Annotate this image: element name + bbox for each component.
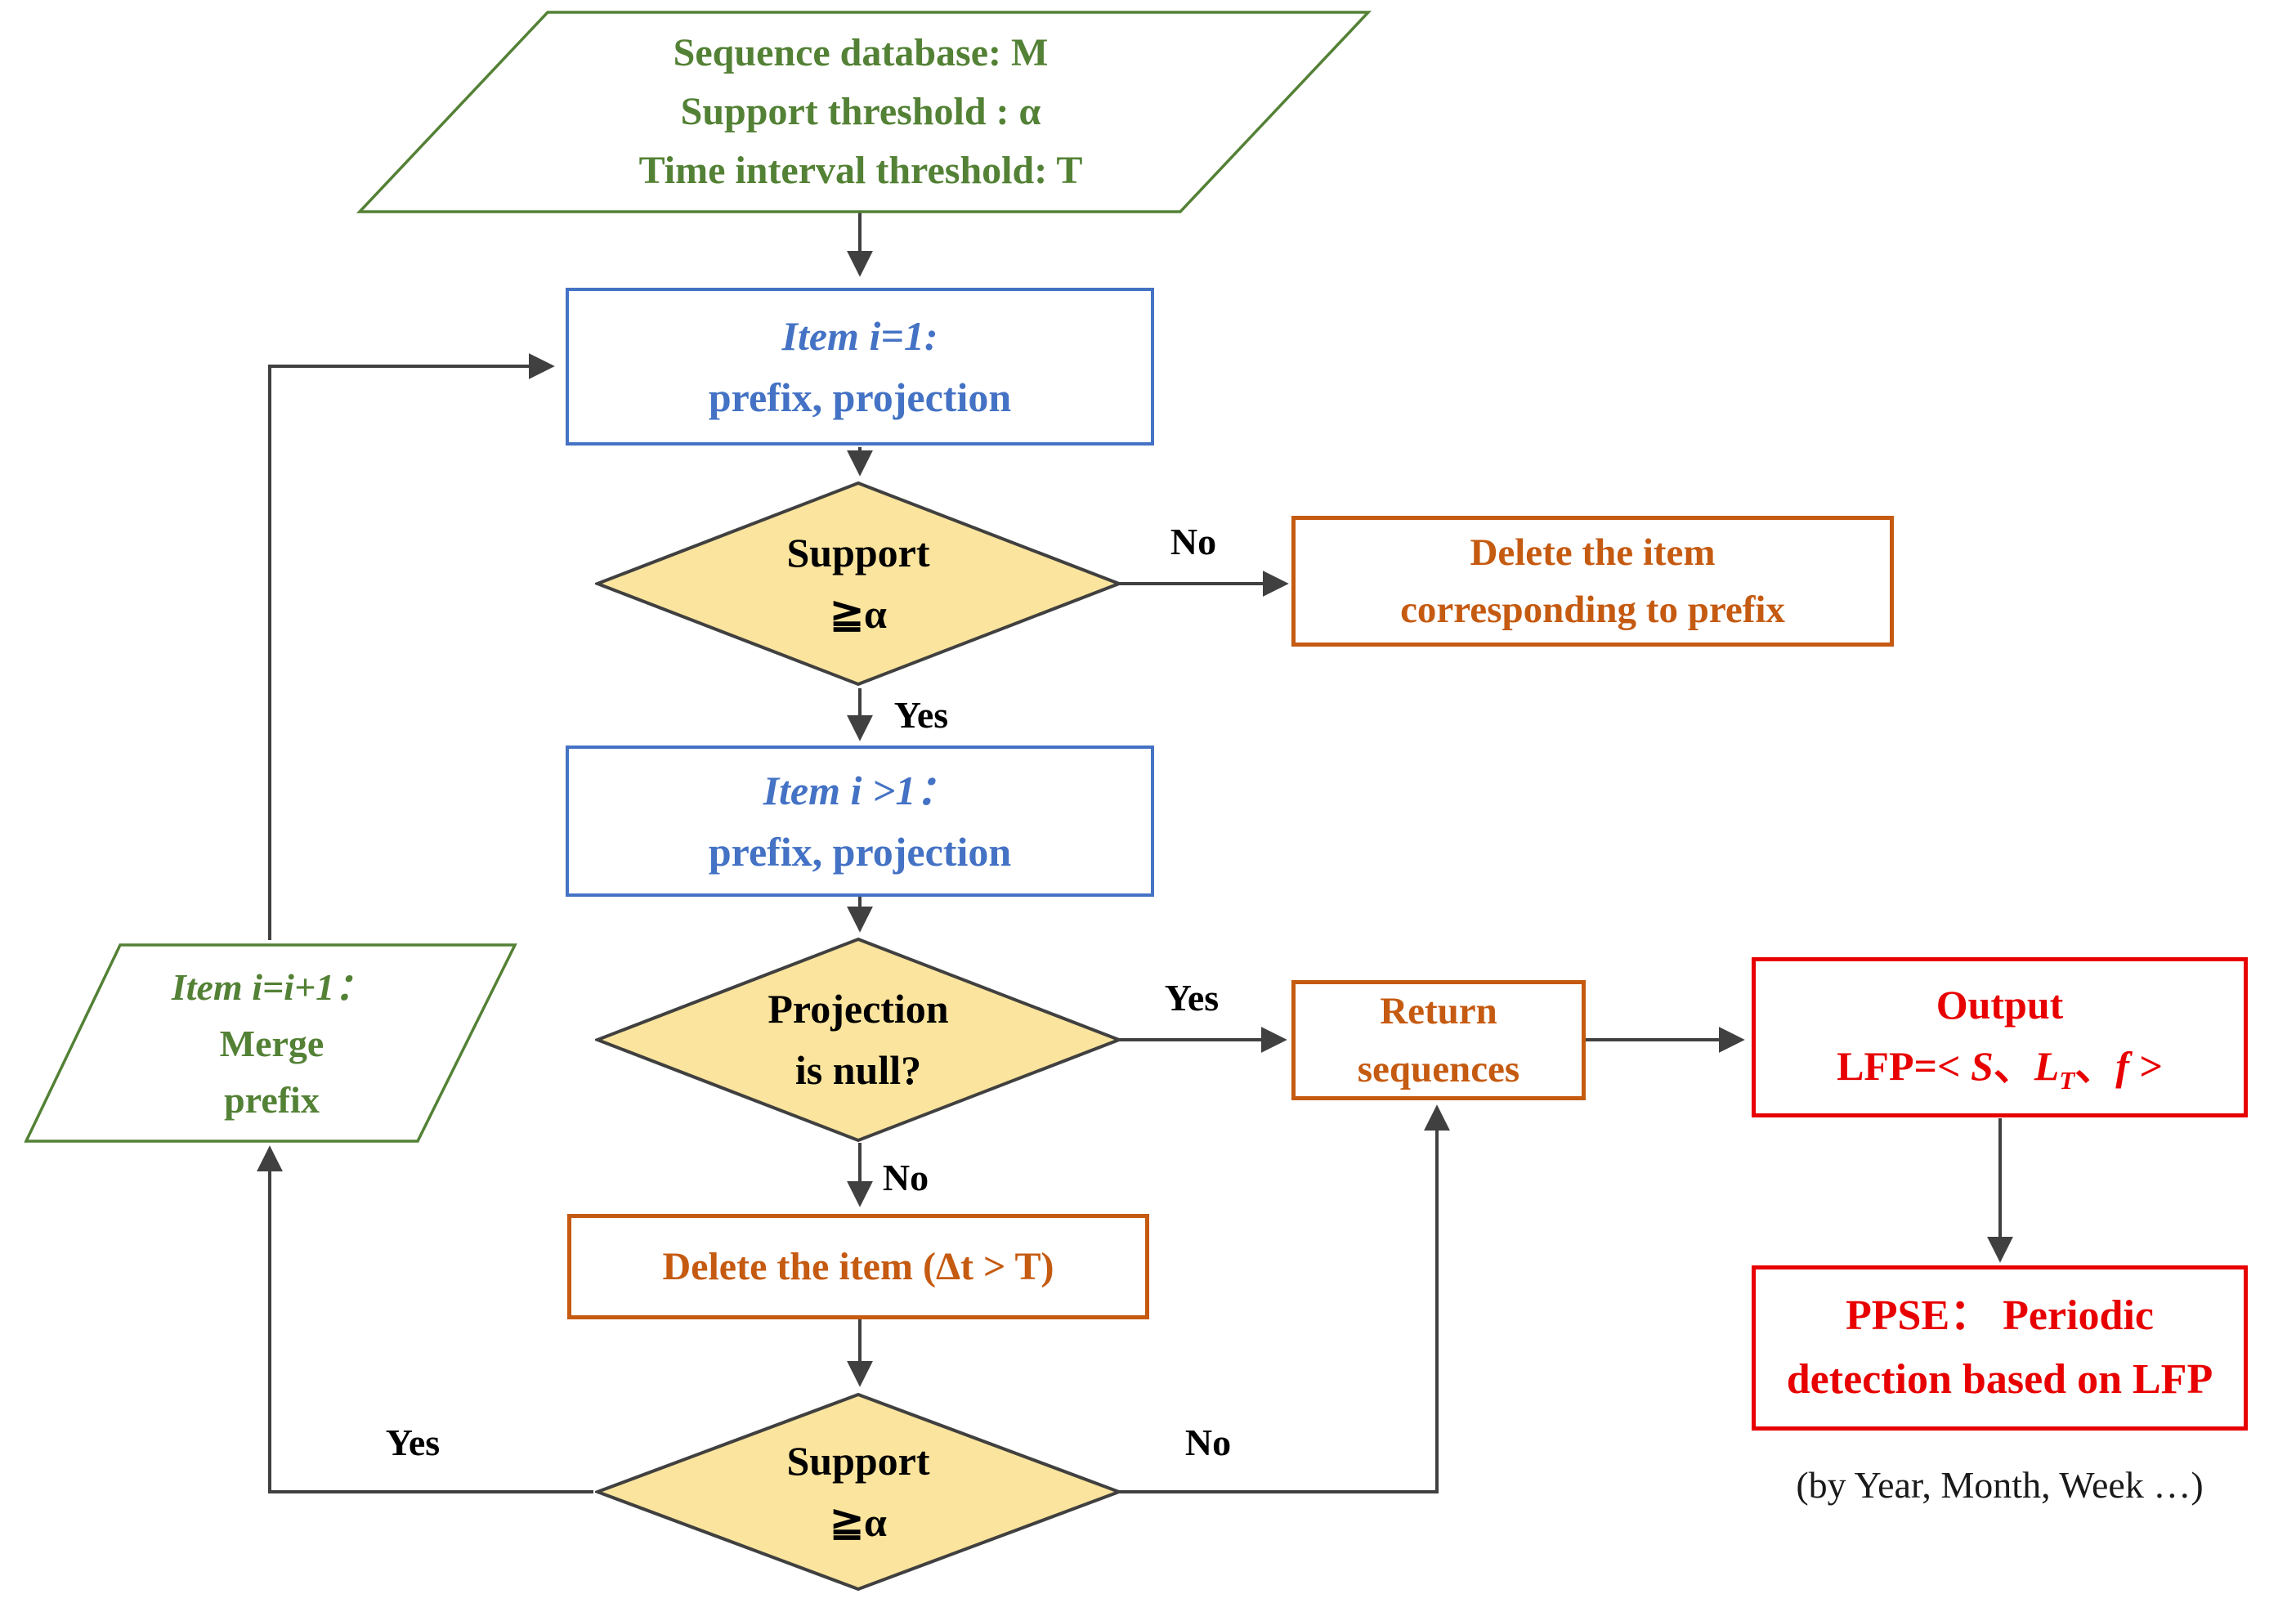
diamond-shape [595, 937, 1121, 1143]
label-yes-support2: Yes [385, 1422, 441, 1463]
output-lfp-line: LFP=< S、LT、f > [1837, 1036, 2163, 1100]
item-gt1-line-2: prefix, projection [708, 828, 1012, 875]
delete-t-box: Delete the item (Δt > T) [567, 1214, 1149, 1319]
delete-prefix-line-2: corresponding to prefix [1400, 589, 1785, 631]
return-line-1: Return [1380, 990, 1497, 1032]
arrow-loop-to-item1 [268, 353, 555, 940]
item-gt1-box: Item i >1： prefix, projection [566, 746, 1154, 897]
label-yes-projection: Yes [1164, 977, 1220, 1019]
label-no-support2: No [1184, 1422, 1232, 1463]
return-line-2: sequences [1357, 1047, 1520, 1090]
diamond-shape [595, 481, 1121, 687]
arrow-support2-yes-loop [257, 1145, 593, 1493]
support1-diamond: Support ≧α [595, 481, 1121, 687]
item1-line-2: prefix, projection [708, 374, 1012, 420]
ppse-caption: (by Year, Month, Week …) [1796, 1464, 2204, 1506]
lfp-f: f [2115, 1043, 2129, 1090]
lfp-sep1: 、 [1993, 1043, 2034, 1090]
lfp-close: > [2128, 1043, 2163, 1090]
label-no-projection: No [882, 1157, 929, 1198]
support2-diamond: Support ≧α [595, 1392, 1121, 1592]
diamond-shape [595, 1392, 1121, 1592]
output-line-1: Output [1936, 982, 2064, 1028]
lfp-eq: LFP=< [1837, 1043, 1971, 1090]
ppse-line-1: PPSE： Periodic [1846, 1292, 2154, 1339]
label-no-support1: No [1170, 521, 1217, 562]
ppse-line-2: detection based on LFP [1786, 1356, 2213, 1403]
delete-prefix-box: Delete the item corresponding to prefix [1291, 516, 1894, 647]
lfp-sep2: 、 [2074, 1043, 2116, 1090]
item1-line-1: Item i=1: [781, 312, 938, 359]
delete-t-line-1: Delete the item (Δt > T) [662, 1244, 1054, 1288]
output-box: Output LFP=< S、LT、f > [1752, 957, 2248, 1117]
parallelogram-shape [356, 11, 1372, 213]
delete-prefix-line-1: Delete the item [1470, 531, 1716, 574]
return-box: Return sequences [1291, 980, 1586, 1100]
input-parallelogram: Sequence database: M Support threshold :… [350, 10, 1372, 214]
projection-diamond: Projection is null? [595, 937, 1121, 1143]
label-yes-support1: Yes [893, 694, 949, 736]
lfp-s: S [1970, 1043, 1994, 1090]
ppse-box: PPSE： Periodic detection based on LFP [1752, 1265, 2248, 1431]
parallelogram-shape [24, 943, 517, 1143]
arrow-support2-no-loop [1118, 1104, 1450, 1493]
item-gt1-line-1: Item i >1： [763, 767, 957, 813]
item1-box: Item i=1: prefix, projection [566, 288, 1154, 446]
merge-parallelogram: Item i=i+1： Merge prefix [20, 942, 523, 1144]
lfp-l: L [2034, 1043, 2060, 1090]
lfp-t-subscript: T [2059, 1066, 2075, 1095]
